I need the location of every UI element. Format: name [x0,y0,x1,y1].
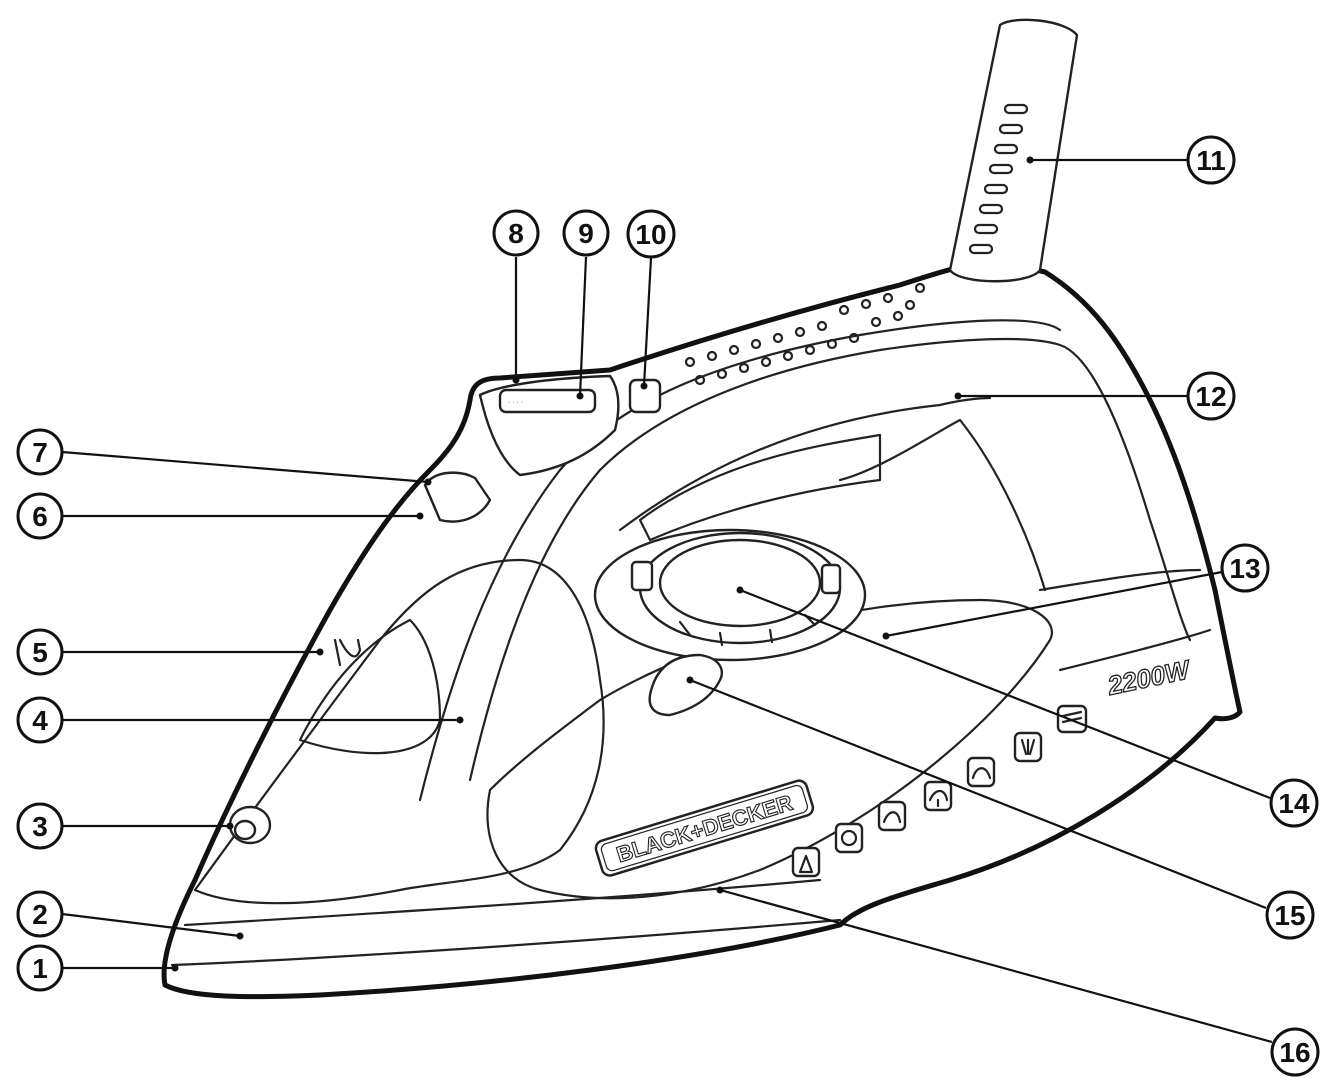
svg-text:12: 12 [1195,381,1226,412]
spray-icon [1013,731,1043,763]
fill-cover-tab [648,653,723,717]
callout-16: 16 [1270,1027,1320,1077]
callout-1: 1 [16,944,64,992]
svg-text:11: 11 [1196,145,1226,176]
callout-14: 14 [1269,778,1319,828]
svg-text:9: 9 [578,218,594,249]
callout-13: 13 [1220,543,1270,593]
callout-10: 10 [626,209,676,259]
callout-7: 7 [16,428,64,476]
callout-5: 5 [16,628,64,676]
callout-11: 11 [1186,135,1236,185]
callout-2: 2 [16,890,64,938]
spray-nozzle [423,471,492,523]
soleplate-edge [170,918,842,967]
callout-15: 15 [1265,890,1315,940]
svg-text:6: 6 [32,501,48,532]
vent-dots [684,282,926,386]
svg-text:14: 14 [1278,788,1310,819]
callout-8: 8 [492,209,540,257]
svg-text:16: 16 [1279,1037,1310,1068]
svg-text:1: 1 [32,953,48,984]
water-window [298,618,442,755]
svg-text:2: 2 [32,899,48,930]
svg-text:· · · ·: · · · · [508,399,523,406]
callout-4: 4 [16,696,64,744]
cord-guard-slots [968,103,1029,255]
svg-text:13: 13 [1229,553,1260,584]
callout-6: 6 [16,492,64,540]
fill-inlet-symbol [333,638,362,667]
spray-button [498,388,597,414]
callout-12: 12 [1186,371,1236,421]
handle-loop [468,337,1192,782]
body-lower-panel [193,558,605,905]
callout-3: 3 [16,802,64,850]
svg-text:4: 4 [32,705,48,736]
steam-shot-icon [966,756,996,788]
anti-calc-icon [834,822,864,854]
svg-text:3: 3 [32,811,48,842]
iron-illustration: · · · · [161,18,1243,1000]
brand-logo: BLACK+DECKER [594,779,815,877]
side-panel [486,598,1053,900]
anti-drip-icon [923,780,953,812]
svg-text:15: 15 [1274,900,1305,931]
handle-grip [618,396,992,532]
svg-text:7: 7 [32,437,48,468]
variable-steam-icon [877,800,907,832]
ceramic-soleplate-icon [791,846,821,878]
leader-lines [61,156,1273,1044]
wattage-label: 2200W [1104,654,1194,701]
self-clean-icon [1056,704,1088,734]
svg-text:10: 10 [635,219,666,250]
svg-text:5: 5 [32,637,48,668]
cord-guard [948,18,1079,283]
iron-outer-outline [161,259,1243,1000]
callout-9: 9 [562,209,610,257]
feature-icons-row [791,704,1088,878]
callouts: 1 2 3 4 5 6 7 8 9 10 11 12 13 14 15 16 [16,135,1320,1077]
rear-panel [838,418,1047,592]
svg-text:8: 8 [508,218,524,249]
